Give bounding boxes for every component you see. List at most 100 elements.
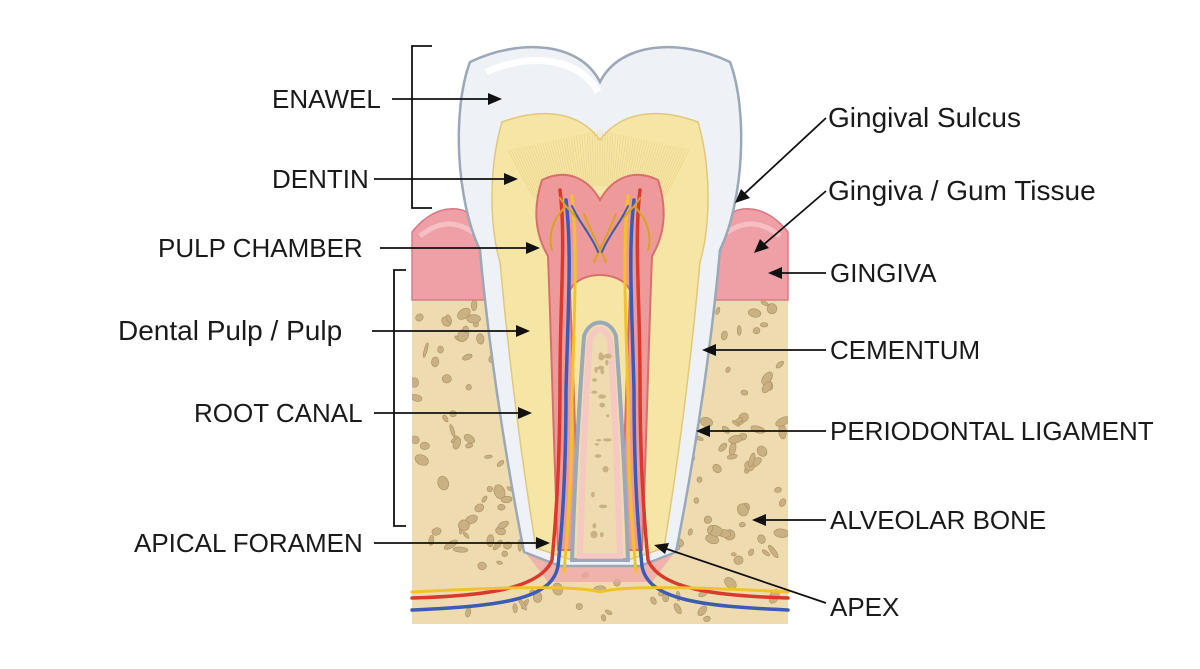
bone-pore (497, 503, 506, 511)
bone-pore (419, 441, 430, 450)
bone-pore (599, 504, 608, 509)
bone-pore (462, 531, 470, 539)
bone-pore (693, 497, 700, 504)
bone-pore (756, 445, 768, 457)
bone-pore (775, 360, 785, 369)
svg-text:GINGIVA: GINGIVA (830, 258, 937, 288)
bone-pore (761, 381, 772, 394)
bone-pore (733, 555, 744, 565)
svg-text:Gingival Sulcus: Gingival Sulcus (828, 102, 1021, 133)
dentin-tubule (597, 130, 599, 187)
vein-right (629, 198, 790, 612)
dentin-tubule (603, 131, 606, 187)
svg-text:ALVEOLAR BONE: ALVEOLAR BONE (830, 505, 1046, 535)
bone-pore (412, 394, 423, 402)
bone-pore (599, 531, 604, 538)
bone-pore (592, 523, 597, 529)
bone-pore (650, 596, 657, 605)
bone-pore (496, 460, 505, 467)
bone-pore (687, 528, 693, 536)
dentin-tubule (601, 130, 603, 187)
bracket-crown (411, 45, 432, 209)
bone-pore (497, 520, 509, 530)
label-gingiva-gum-tissue: Gingiva / Gum Tissue (754, 175, 1096, 253)
dentin-tubule (586, 132, 591, 188)
bone-pore (441, 374, 452, 384)
svg-text:CEMENTUM: CEMENTUM (830, 335, 980, 365)
bone-pore (599, 402, 605, 408)
bone-pore (601, 614, 606, 622)
label-apical-foramen: APICAL FORAMEN (134, 528, 550, 558)
svg-text:Dental Pulp / Pulp: Dental Pulp / Pulp (118, 315, 342, 346)
bone-pore (707, 525, 713, 534)
bone-pore (446, 314, 452, 324)
bone-pore (512, 603, 518, 614)
bone-pore (594, 366, 598, 373)
bone-pore (752, 327, 761, 335)
bone-pore (703, 515, 712, 524)
dentin-tubule (578, 134, 586, 189)
bone-pore (726, 453, 738, 460)
bone-pore (731, 552, 737, 557)
bone-pore (778, 498, 787, 507)
bone-pore (724, 577, 737, 590)
bone-pore (486, 486, 493, 493)
dentin-tubule (589, 132, 593, 188)
bone-pore (470, 299, 478, 311)
bone-pore (739, 521, 746, 528)
label-gingival-sulcus: Gingival Sulcus (735, 102, 1021, 203)
bone-pore (740, 389, 749, 396)
bone-pore (452, 546, 469, 553)
svg-text:APEX: APEX (830, 592, 899, 622)
bone-pore (481, 495, 488, 503)
bone-pore (696, 476, 703, 483)
dentin-tubule (591, 131, 595, 188)
dentin-tubule (663, 149, 690, 198)
bone-pore (590, 530, 598, 539)
bracket-root (393, 269, 406, 527)
svg-text:APICAL FORAMEN: APICAL FORAMEN (134, 528, 363, 558)
label-alveolar-bone: ALVEOLAR BONE (752, 505, 1046, 535)
bone-pore (412, 435, 420, 445)
dentin-tubule (609, 132, 614, 188)
bone-pore (761, 549, 770, 557)
bone-pore (718, 442, 728, 452)
bone-pore (422, 342, 429, 358)
bone-pore (458, 519, 470, 532)
bone-pore (700, 417, 713, 428)
bone-pore (414, 454, 429, 466)
bone-pore (501, 550, 508, 557)
bone-pore (604, 353, 612, 359)
bone-pore (712, 463, 722, 474)
bone-pore (496, 560, 503, 565)
svg-text:ROOT CANAL: ROOT CANAL (194, 398, 363, 428)
bone-pore (748, 548, 755, 556)
inter-root-highlight (576, 326, 624, 559)
bone-pore (476, 333, 485, 345)
bone-pore (594, 454, 602, 458)
dentin-tubule (518, 147, 542, 197)
bone-pore (725, 366, 731, 373)
bone-pore (415, 313, 424, 322)
bone-pore (452, 437, 462, 450)
dentin-tubule (614, 134, 622, 189)
vein-left (410, 198, 571, 612)
bone-pore (598, 394, 606, 399)
svg-text:PERIODONTAL LIGAMENT: PERIODONTAL LIGAMENT (830, 416, 1154, 446)
bone-pore (697, 605, 708, 617)
bone-pore (465, 442, 473, 449)
dentin-tubule (611, 133, 617, 189)
label-pulp-chamber: PULP CHAMBER (158, 233, 540, 263)
nerve-base (410, 586, 790, 594)
label-root-canal: ROOT CANAL (194, 398, 532, 428)
bone-pore (465, 384, 472, 391)
bone-pore (766, 303, 778, 315)
bone-pore (437, 345, 444, 354)
bone-pore (728, 435, 743, 444)
bone-pore (673, 603, 682, 615)
bone-pore (477, 561, 487, 571)
bone-pore (592, 378, 598, 382)
bone-pore (761, 371, 773, 385)
bone-pore (431, 527, 442, 536)
